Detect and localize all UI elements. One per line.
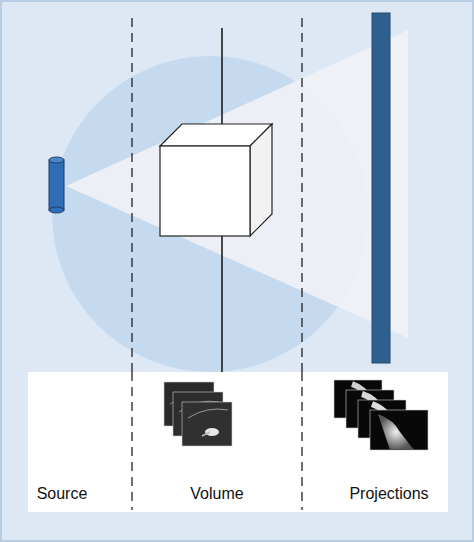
source-tube xyxy=(49,157,64,213)
bottom-panel xyxy=(28,372,448,512)
dashed-divider xyxy=(131,18,132,510)
cone-beam xyxy=(66,30,408,338)
dashed-divider xyxy=(301,18,302,510)
volume-slices xyxy=(164,382,232,446)
column-label: Volume xyxy=(190,484,243,503)
column-label: Projections xyxy=(349,484,428,503)
volume-cube xyxy=(160,124,272,236)
dashed-divider xyxy=(301,372,302,510)
detector xyxy=(372,13,390,363)
dashed-divider xyxy=(131,372,132,510)
column-label: Source xyxy=(37,484,88,503)
projection-images xyxy=(334,380,428,450)
